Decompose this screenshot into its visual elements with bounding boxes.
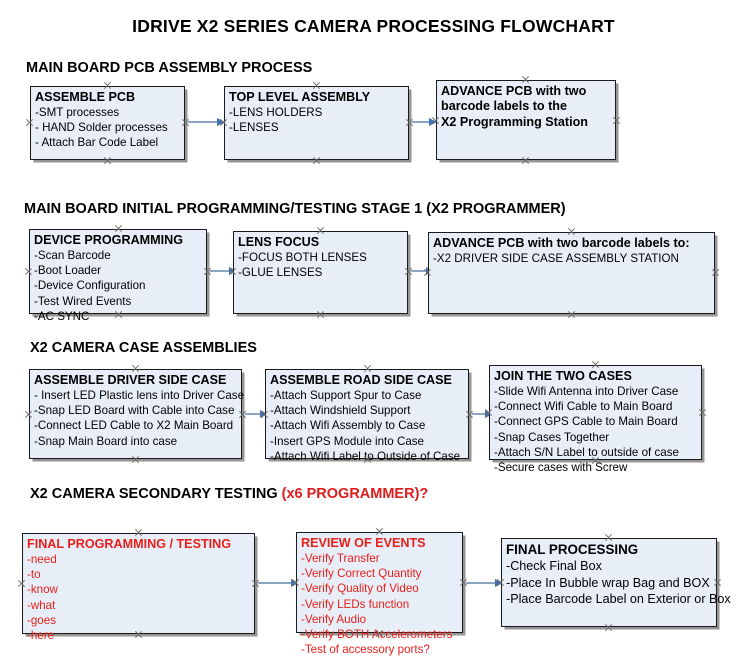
connector-final-programming-to-review-of-events: [258, 578, 300, 588]
node-line: -Connect LED Cable to X2 Main Board: [34, 419, 234, 433]
node-line: - Insert LED Plastic lens into Driver Ca…: [34, 389, 245, 403]
node-line: - HAND Solder processes: [35, 121, 168, 135]
node-line: -Verify Quality of Video: [301, 582, 419, 596]
node-line: -Place In Bubble wrap Bag and BOX: [506, 575, 710, 590]
node-line: - Attach Bar Code Label: [35, 136, 159, 150]
node-line: -Insert GPS Module into Case: [270, 434, 425, 448]
node-line: -FOCUS BOTH LENSES: [238, 251, 367, 265]
node-line: -Connect GPS Cable to Main Board: [494, 415, 678, 429]
node-assemble-driver-side-case[interactable]: ASSEMBLE DRIVER SIDE CASE - Insert LED P…: [29, 369, 245, 459]
node-line: -Check Final Box: [506, 559, 602, 574]
node-device-programming[interactable]: DEVICE PROGRAMMING -Scan Barcode -Boot L…: [29, 229, 207, 323]
node-title: JOIN THE TWO CASES: [494, 369, 632, 383]
section-heading-x2-camera-secondary-testing: X2 CAMERA SECONDARY TESTING (x6 PROGRAMM…: [30, 486, 428, 502]
node-line: -Snap Main Board into case: [34, 434, 178, 448]
node-line: -Attach S/N Label to outside of case: [494, 445, 679, 459]
node-review-of-events[interactable]: REVIEW OF EVENTS -Verify Transfer -Verif…: [296, 532, 463, 656]
section-heading-main-board-pcb-assembly-process: MAIN BOARD PCB ASSEMBLY PROCESS: [26, 60, 312, 76]
node-assemble-pcb[interactable]: ASSEMBLE PCB -SMT processes - HAND Solde…: [30, 86, 185, 160]
connector-review-of-events-to-final-processing: [466, 578, 504, 588]
node-line: -Connect Wifi Cable to Main Board: [494, 400, 673, 414]
node-title: ASSEMBLE PCB: [35, 90, 136, 104]
node-title: REVIEW OF EVENTS: [301, 536, 426, 550]
node-line: -Verify Transfer: [301, 552, 380, 566]
section-heading-text: X2 CAMERA CASE ASSEMBLIES: [30, 340, 257, 356]
node-top-level-assembly[interactable]: TOP LEVEL ASSEMBLY -LENS HOLDERS -LENSES: [224, 86, 409, 160]
node-line: -to: [27, 568, 41, 582]
node-title: FINAL PROCESSING: [506, 542, 639, 557]
node-line: -X2 DRIVER SIDE CASE ASSEMBLY STATION: [433, 252, 679, 266]
node-line: -Attach Support Spur to Case: [270, 389, 422, 403]
node-line: -Verify Correct Quantity: [301, 567, 422, 581]
node-line: -Slide Wifi Antenna into Driver Case: [494, 385, 679, 399]
node-line: -Verify Audio: [301, 612, 367, 626]
node-title: ASSEMBLE DRIVER SIDE CASE: [34, 373, 227, 387]
node-advance-pcb-to-x2-programming-station[interactable]: ADVANCE PCB with two barcode labels to t…: [436, 80, 616, 160]
node-line: -goes: [27, 613, 57, 627]
node-line: -need: [27, 553, 57, 567]
node-line: -here: [27, 628, 55, 642]
node-line: -Scan Barcode: [34, 249, 111, 263]
node-assemble-road-side-case[interactable]: ASSEMBLE ROAD SIDE CASE -Attach Support …: [265, 369, 469, 463]
node-join-the-two-cases[interactable]: JOIN THE TWO CASES -Slide Wifi Antenna i…: [489, 365, 702, 474]
node-title: LENS FOCUS: [238, 235, 320, 249]
node-line-overflow: -Test of accessory ports?: [301, 642, 430, 656]
node-line: -Snap LED Board with Cable into Case: [34, 404, 235, 418]
node-line: -LENS HOLDERS: [229, 106, 323, 120]
node-line: -GLUE LENSES: [238, 266, 323, 280]
node-line: -Boot Loader: [34, 264, 102, 278]
node-title: ASSEMBLE ROAD SIDE CASE: [270, 373, 452, 387]
section-heading-x2-camera-case-assemblies: X2 CAMERA CASE ASSEMBLIES: [30, 340, 257, 356]
section-heading-main-board-initial-programming-testing-stage-1: MAIN BOARD INITIAL PROGRAMMING/TESTING S…: [24, 201, 566, 217]
section-heading-text: MAIN BOARD INITIAL PROGRAMMING/TESTING S…: [24, 201, 566, 217]
node-line: -AC SYNC: [34, 309, 90, 323]
node-title: TOP LEVEL ASSEMBLY: [229, 90, 371, 104]
node-line: -know: [27, 583, 58, 597]
node-line: -Test Wired Events: [34, 294, 132, 308]
node-title: DEVICE PROGRAMMING: [34, 233, 184, 247]
node-title: FINAL PROGRAMMING / TESTING: [27, 537, 232, 551]
section-heading-text: MAIN BOARD PCB ASSEMBLY PROCESS: [26, 60, 313, 76]
node-advance-pcb-to-driver-side-case-assembly-station[interactable]: ADVANCE PCB with two barcode labels to: …: [428, 232, 715, 314]
node-title: ADVANCE PCB with two barcode labels to:: [433, 236, 690, 250]
page-title: IDRIVE X2 SERIES CAMERA PROCESSING FLOWC…: [132, 16, 615, 36]
connector-assemble-pcb-to-top-level-assembly: [188, 117, 226, 127]
node-final-programming-testing[interactable]: FINAL PROGRAMMING / TESTING -need -to -k…: [22, 533, 255, 642]
node-lens-focus[interactable]: LENS FOCUS -FOCUS BOTH LENSES -GLUE LENS…: [233, 231, 408, 314]
node-line: barcode labels to the: [441, 99, 567, 114]
connector-top-level-assembly-to-advance-pcb: [412, 117, 438, 127]
node-line: -Snap Cases Together: [494, 430, 610, 444]
node-line: -Attach Wifi Assembly to Case: [270, 419, 426, 433]
section-heading-text: X2 CAMERA SECONDARY TESTING: [30, 486, 282, 502]
node-line: X2 Programming Station: [441, 114, 588, 129]
node-line: -what: [27, 598, 56, 612]
node-line: -Secure cases with Screw: [494, 460, 628, 474]
node-line: -LENSES: [229, 121, 279, 135]
node-line: -SMT processes: [35, 106, 120, 120]
node-final-processing[interactable]: FINAL PROCESSING -Check Final Box -Place…: [501, 538, 731, 627]
node-line: -Place Barcode Label on Exterior or Box: [506, 592, 731, 607]
section-heading-badge: (x6 PROGRAMMER)?: [281, 486, 429, 502]
node-line: -Device Configuration: [34, 279, 146, 293]
node-line: -Attach Wifi Label to Outside of Case: [270, 449, 461, 463]
node-line: -Verify BOTH Accelerometers: [301, 627, 453, 641]
node-title: ADVANCE PCB with two: [441, 84, 587, 98]
node-line: -Attach Windshield Support: [270, 404, 411, 418]
node-line: -Verify LEDs function: [301, 597, 410, 611]
